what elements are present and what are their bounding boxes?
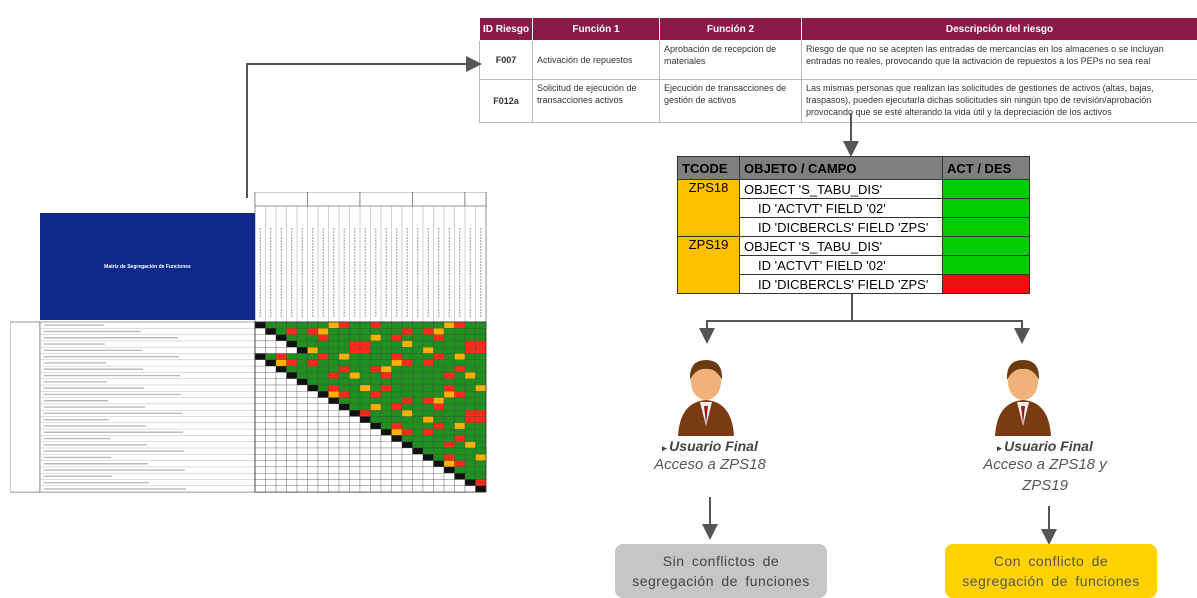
tcode-row: ID 'DICBERCLS' FIELD 'ZPS' <box>678 274 1030 294</box>
result-line2: segregación de funciones <box>962 573 1140 589</box>
risk-header-function1: Función 1 <box>532 17 660 41</box>
tcode-row: ID 'ACTVT' FIELD '02' <box>678 198 1030 218</box>
user-role: Usuario Final <box>669 438 758 454</box>
matrix-group-header <box>464 192 487 207</box>
object-cell: ID 'DICBERCLS' FIELD 'ZPS' <box>739 274 943 294</box>
sod-matrix-grid <box>10 192 487 493</box>
matrix-title: Matriz de Segregación de Funciones <box>104 263 191 270</box>
bullet-icon: ▸ <box>662 443 670 453</box>
risk-function2: Ejecución de transacciones de gestión de… <box>659 79 802 123</box>
risk-row: F012a Solicitud de ejecución de transacc… <box>479 79 1197 123</box>
matrix-grid-border <box>254 321 487 493</box>
tcode-cell: ZPS18 <box>677 179 740 237</box>
risk-function1: Solicitud de ejecución de transacciones … <box>532 79 660 123</box>
object-cell: ID 'DICBERCLS' FIELD 'ZPS' <box>739 217 943 237</box>
risk-id: F012a <box>479 79 533 123</box>
result-conflict: Con conflicto de segregación de funcione… <box>945 544 1157 598</box>
status-cell-active <box>942 255 1030 275</box>
tcode-row: ID 'DICBERCLS' FIELD 'ZPS' <box>678 217 1030 237</box>
user-access: Acceso a ZPS18 <box>654 456 766 473</box>
status-cell-active <box>942 198 1030 218</box>
matrix-title-block: Matriz de Segregación de Funciones <box>40 213 255 320</box>
status-cell-conflict <box>942 274 1030 294</box>
risk-table-header: ID Riesgo Función 1 Función 2 Descripció… <box>479 17 1197 41</box>
result-line1: Con conflicto de <box>993 553 1109 569</box>
bullet-icon: ▸ <box>997 443 1005 453</box>
tcode-table: TCODE OBJETO / CAMPO ACT / DES ZPS18 OBJ… <box>677 156 1030 294</box>
user-avatar-icon <box>995 360 1051 436</box>
matrix-to-risk-arrow <box>246 56 482 198</box>
user-access-line2: ZPS19 <box>1022 477 1068 494</box>
tcode-to-users-connector <box>699 294 853 344</box>
tcode-table-header: TCODE OBJETO / CAMPO ACT / DES <box>677 156 1030 180</box>
sod-matrix: Matriz de Segregación de Funciones <box>10 192 488 498</box>
tcode-to-users-connector <box>852 320 1030 344</box>
tcode-header: TCODE <box>677 156 740 180</box>
tcode-row: ZPS18 OBJECT 'S_TABU_DIS' <box>677 179 1030 237</box>
user-avatar-icon <box>678 360 734 436</box>
result-line2: segregación de funciones <box>632 573 810 589</box>
user-right: ▸ Usuario Final Acceso a ZPS18 y ZPS19 <box>960 438 1130 496</box>
result-no-conflict: Sin conflictos de segregación de funcion… <box>615 544 827 598</box>
tcode-cell: ZPS19 <box>677 236 740 294</box>
object-cell: ID 'ACTVT' FIELD '02' <box>739 198 943 218</box>
risk-table: ID Riesgo Función 1 Función 2 Descripció… <box>479 17 1197 123</box>
risk-header-id: ID Riesgo <box>479 17 533 41</box>
tcode-row: ID 'ACTVT' FIELD '02' <box>678 255 1030 275</box>
user-left: ▸ Usuario Final Acceso a ZPS18 <box>640 438 780 475</box>
user-role: Usuario Final <box>1004 438 1093 454</box>
status-cell-active <box>942 179 1030 199</box>
user-access-line1: Acceso a ZPS18 y <box>983 456 1107 473</box>
risk-row: F007 Activación de repuestos Aprobación … <box>479 40 1197 80</box>
risk-header-function2: Función 2 <box>659 17 802 41</box>
status-header: ACT / DES <box>942 156 1030 180</box>
risk-description: Las mismas personas que realizan las sol… <box>801 79 1197 123</box>
result-line1: Sin conflictos de <box>662 553 780 569</box>
risk-description: Riesgo de que no se acepten las entradas… <box>801 40 1197 80</box>
risk-function2: Aprobación de recepción de materiales <box>659 40 802 80</box>
